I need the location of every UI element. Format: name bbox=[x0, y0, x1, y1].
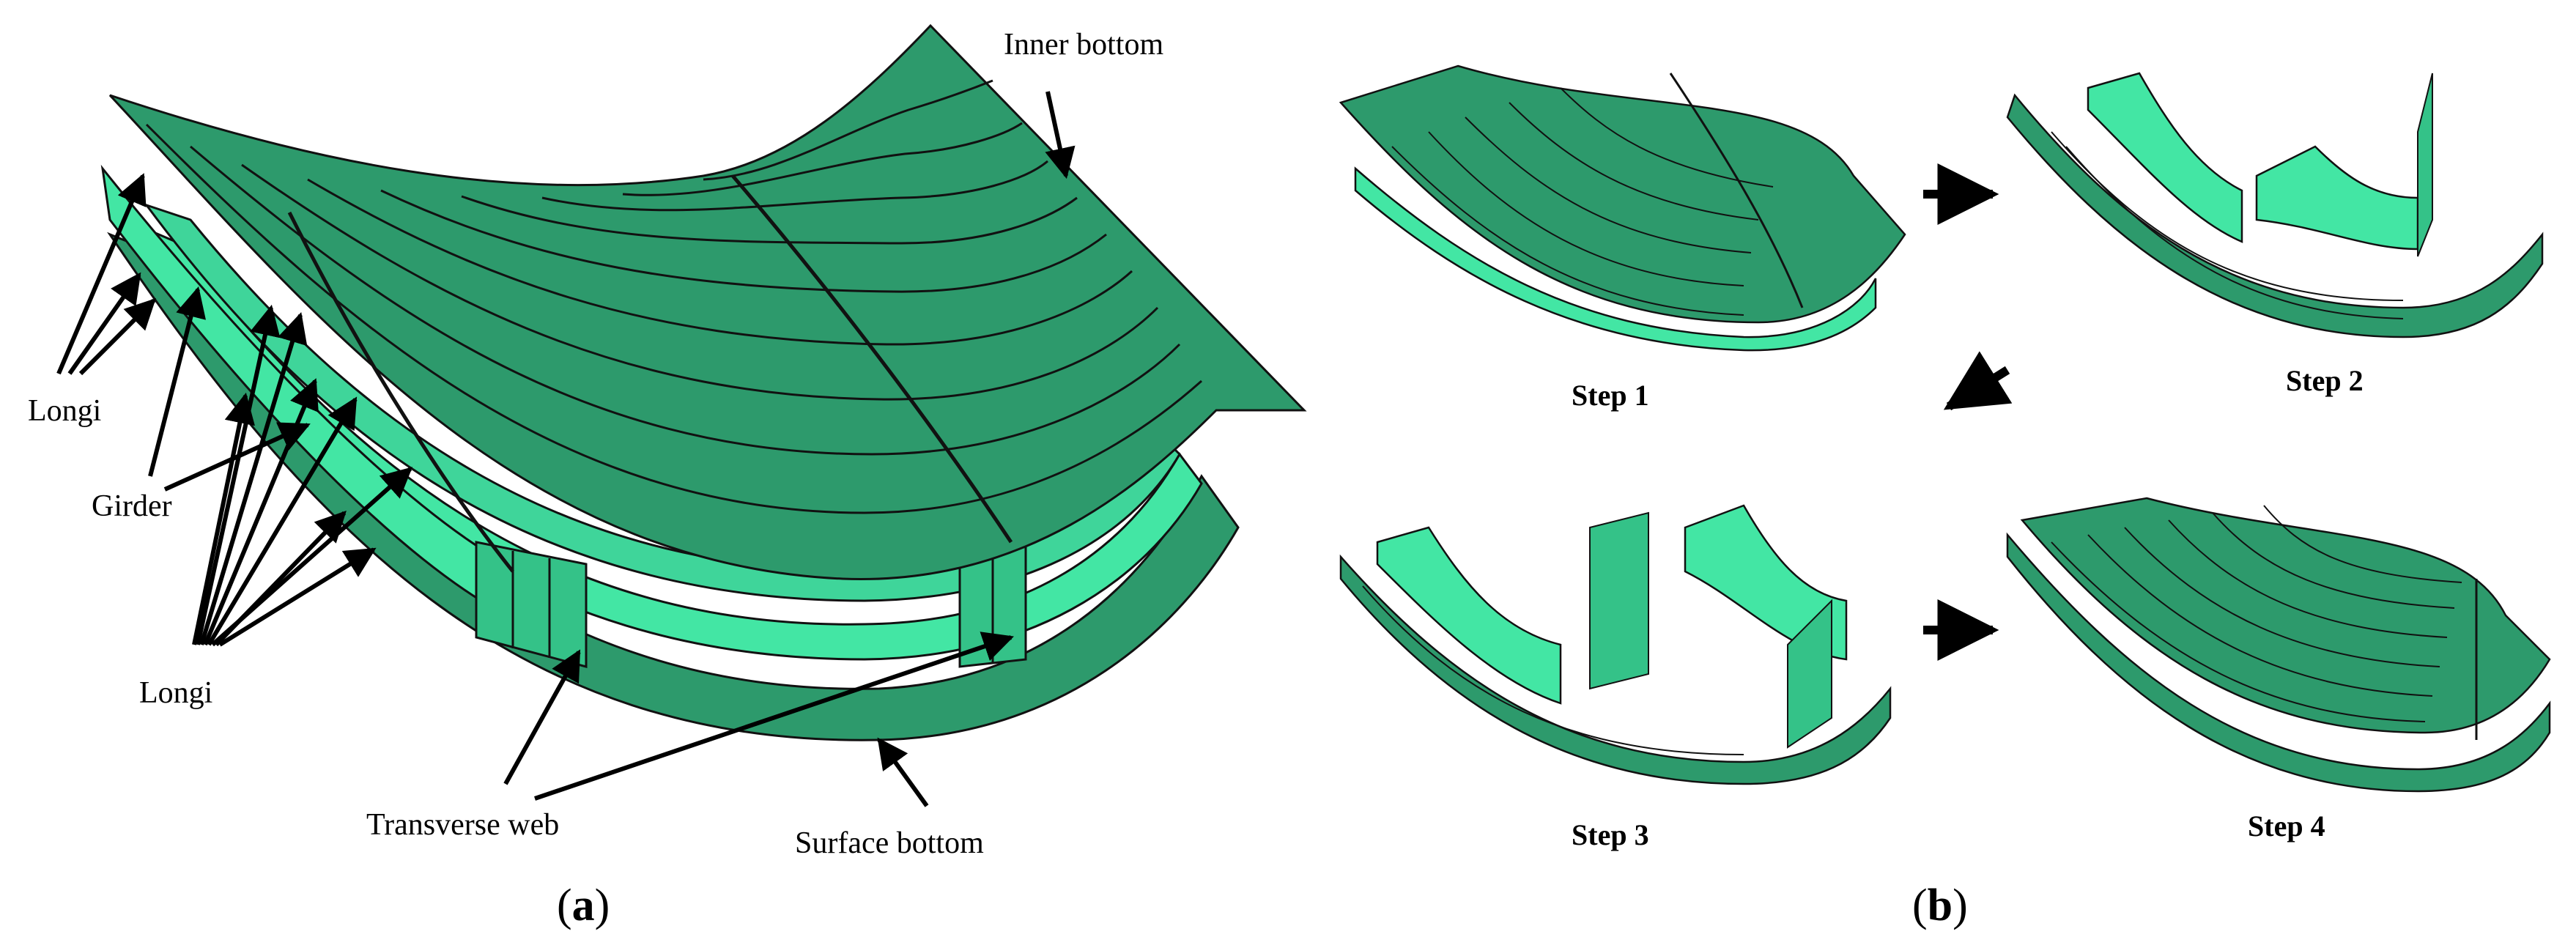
panel-caption-a: (a) bbox=[557, 883, 610, 928]
label-girder: Girder bbox=[92, 489, 172, 523]
caption-a-open: ( bbox=[557, 881, 572, 930]
label-surface-bottom: Surface bottom bbox=[795, 826, 984, 860]
step-1-model bbox=[1339, 64, 1906, 352]
step-4-model bbox=[2006, 497, 2551, 793]
caption-b-open: ( bbox=[1912, 881, 1928, 930]
annotation-arrows-a bbox=[56, 91, 1076, 807]
label-step-3: Step 3 bbox=[1572, 818, 1649, 851]
step-3-model bbox=[1339, 504, 1892, 785]
inner-bottom-plate bbox=[108, 23, 1307, 580]
caption-a-close: ) bbox=[594, 881, 610, 930]
label-step-2: Step 2 bbox=[2286, 364, 2364, 397]
caption-b-close: ) bbox=[1953, 881, 1968, 930]
label-step-4: Step 4 bbox=[2248, 810, 2325, 843]
caption-a-letter: a bbox=[571, 881, 595, 930]
label-longi-bottom: Longi bbox=[139, 676, 213, 710]
step-2-model bbox=[2006, 72, 2544, 338]
arrow-step2-to-step3 bbox=[1943, 351, 2013, 411]
label-step-1: Step 1 bbox=[1572, 379, 1649, 412]
hull-model-a bbox=[100, 23, 1307, 741]
label-inner-bottom: Inner bottom bbox=[1004, 28, 1164, 62]
caption-b-letter: b bbox=[1927, 881, 1953, 930]
step-flow-arrows bbox=[1923, 163, 2013, 661]
label-longi-top: Longi bbox=[28, 394, 102, 428]
panel-caption-b: (b) bbox=[1912, 883, 1968, 928]
transverse-web-front bbox=[475, 541, 588, 668]
inner-bottom-seams bbox=[145, 79, 1202, 573]
label-transverse-web: Transverse web bbox=[366, 808, 560, 842]
